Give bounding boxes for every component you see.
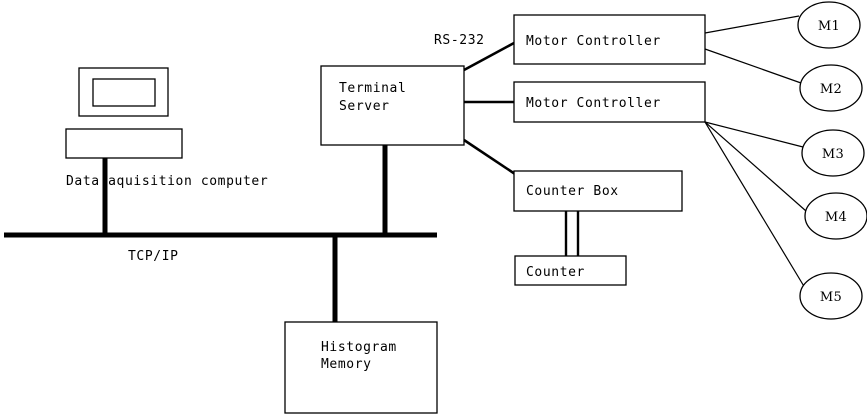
motor-m2-node[interactable]: M2 xyxy=(799,64,863,112)
motor-m4-node[interactable]: M4 xyxy=(804,192,867,240)
motor-m1-ellipse xyxy=(797,1,861,49)
rs232-link-to-motor-controller-1 xyxy=(463,41,515,72)
link-motor-controller-2-to-m4 xyxy=(704,121,807,212)
motor-controller-1-node[interactable]: Motor Controller xyxy=(513,14,706,65)
link-motor-controller-2-to-m5 xyxy=(704,121,806,289)
computer-screen-icon xyxy=(92,78,156,107)
motor-m3-label: M3 xyxy=(822,147,844,162)
motor-controller-2-label: Motor Controller xyxy=(526,96,661,111)
motor-m4-ellipse xyxy=(804,192,867,240)
link-motor-controller-1-to-m2 xyxy=(704,48,802,84)
terminal-server-box xyxy=(320,65,465,146)
motor-controller-1-box xyxy=(513,14,706,65)
computer-chassis-icon xyxy=(65,128,183,159)
motor-m1-node[interactable]: M1 xyxy=(797,1,861,49)
histogram-memory-box xyxy=(284,321,438,414)
terminal-server-label-line1: Terminal xyxy=(339,81,406,96)
motor-controller-2-node[interactable]: Motor Controller xyxy=(513,81,706,123)
link-motor-controller-1-to-m1 xyxy=(704,15,800,34)
rs232-label: RS-232 xyxy=(434,33,485,48)
motor-m2-label: M2 xyxy=(820,82,842,97)
terminal-server-label-line2: Server xyxy=(339,99,390,114)
motor-m5-ellipse xyxy=(799,272,863,320)
motor-controller-2-box xyxy=(513,81,706,123)
counter-box-label: Counter Box xyxy=(526,184,619,199)
tcpip-bus-label: TCP/IP xyxy=(128,249,179,264)
histogram-memory-label-line2: Memory xyxy=(321,357,372,372)
counter-box-outline xyxy=(514,255,627,286)
motor-m2-ellipse xyxy=(799,64,863,112)
terminal-server-node[interactable]: Terminal Server xyxy=(320,65,465,146)
counter-node[interactable]: Counter xyxy=(514,255,627,286)
data-acquisition-computer-label: Data aquisition computer xyxy=(66,174,268,189)
link-motor-controller-2-to-m3 xyxy=(704,121,804,148)
counter-label: Counter xyxy=(526,265,585,280)
motor-m5-node[interactable]: M5 xyxy=(799,272,863,320)
motor-m4-label: M4 xyxy=(825,210,847,225)
motor-m3-node[interactable]: M3 xyxy=(801,129,865,177)
motor-controller-1-label: Motor Controller xyxy=(526,34,661,49)
counter-box-node[interactable]: Counter Box xyxy=(513,170,683,212)
motor-m1-label: M1 xyxy=(818,19,840,34)
rs232-link-to-counter-box xyxy=(463,138,516,176)
histogram-memory-node[interactable]: Histogram Memory xyxy=(284,321,438,414)
counter-box-box xyxy=(513,170,683,212)
motor-m5-label: M5 xyxy=(820,290,842,305)
data-acquisition-computer[interactable] xyxy=(65,67,183,159)
motor-m3-ellipse xyxy=(801,129,865,177)
histogram-memory-label-line1: Histogram xyxy=(321,340,397,355)
